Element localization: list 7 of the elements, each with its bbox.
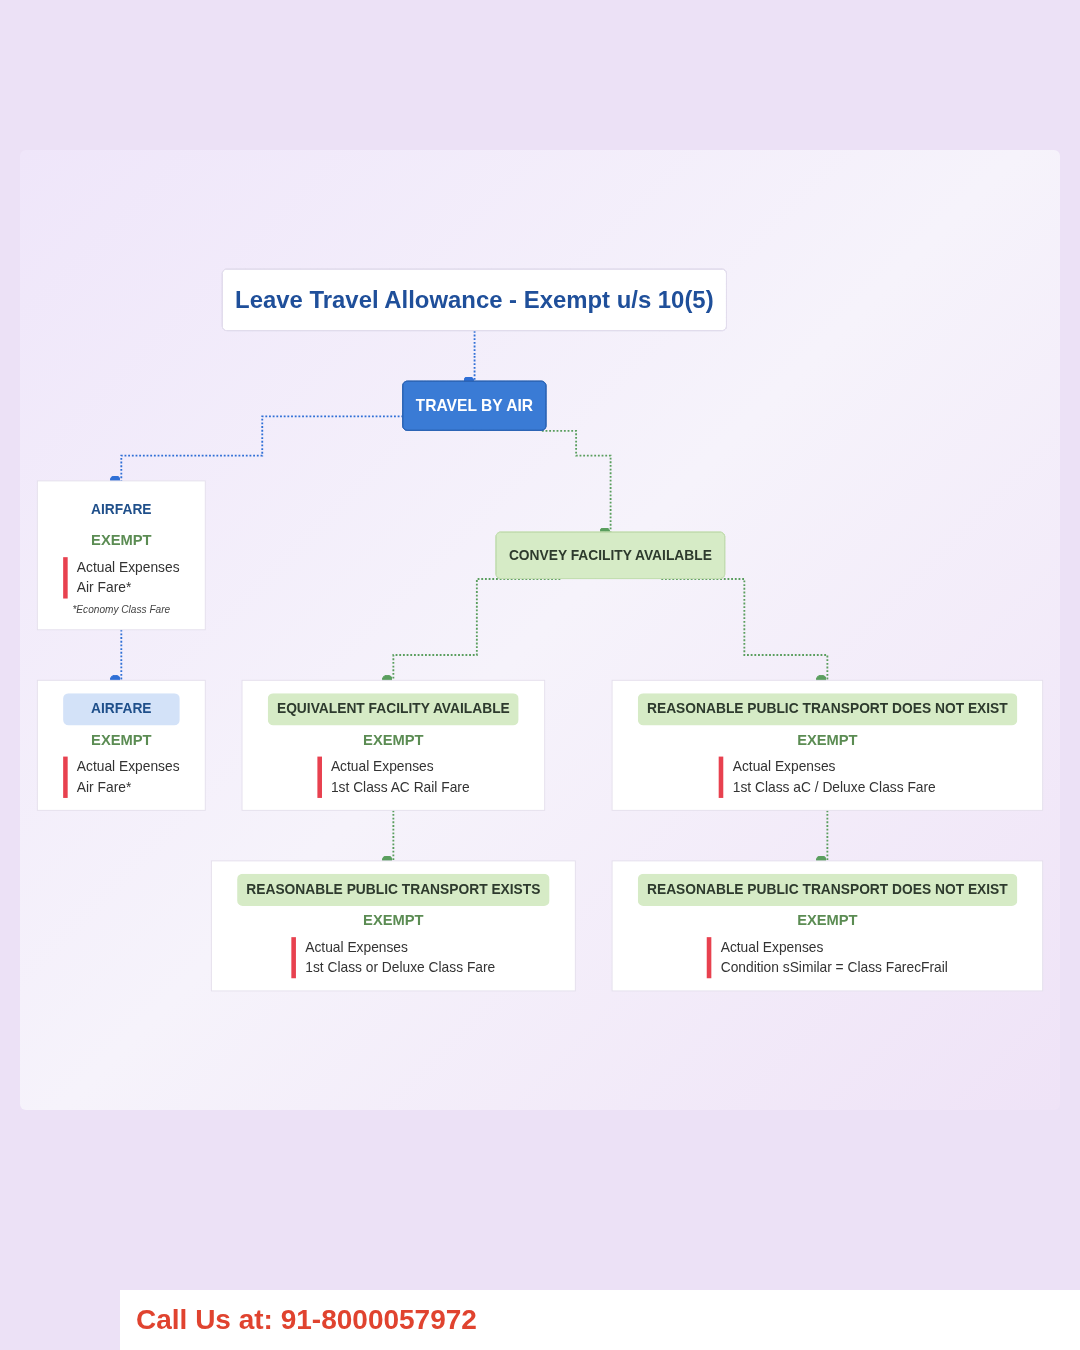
node-box: AIRFARE EXEMPT Actual Expenses Air Fare* *Economy Class Fare [36,480,206,631]
node-box: REASONABLE PUBLIC TRANSPORT DOES NOT EXIST EXEMPT Actual Expenses Condition sSimilar = Class FarecFrail [611,860,1044,992]
node-box: REASONABLE PUBLIC TRANSPORT EXISTS EXEMPT Actual Expenses 1st Class or Deluxe Class Fare [210,860,576,992]
contact-line: Call Us at: 91-8000057972 [136,1304,477,1336]
node-box: REASONABLE PUBLIC TRANSPORT DOES NOT EXIST EXEMPT Actual Expenses 1st Class aC / Deluxe Class Fare [611,679,1044,811]
node-box: AIRFARE EXEMPT Actual Expenses Air Fare* [36,679,206,811]
node-box: EQUIVALENT FACILITY AVAILABLE EXEMPT Actual Expenses 1st Class AC Rail Fare [241,679,546,811]
